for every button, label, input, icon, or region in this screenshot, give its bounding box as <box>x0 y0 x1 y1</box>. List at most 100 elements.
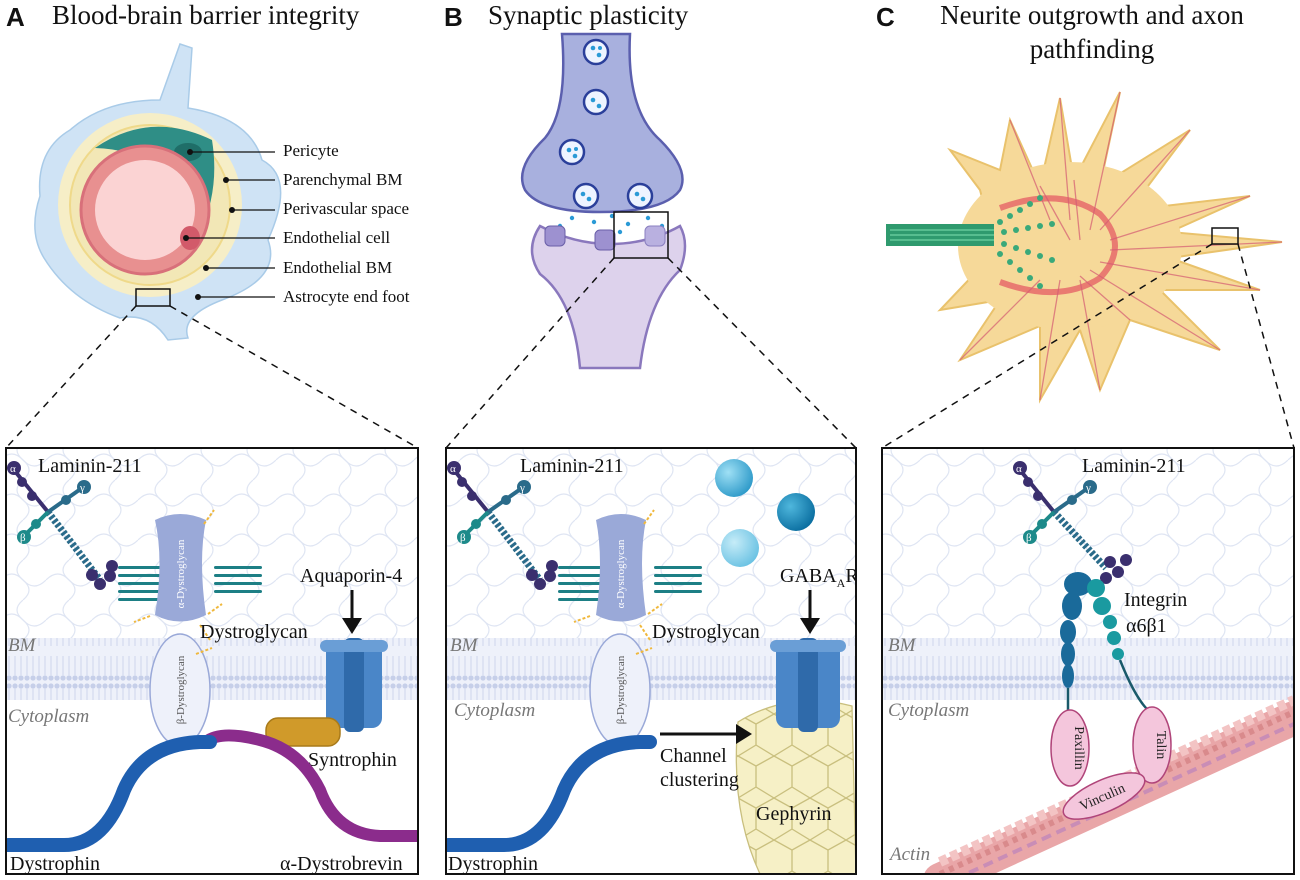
gephyrin-lattice <box>735 700 856 874</box>
clustering-arrowhead <box>736 724 752 744</box>
vessel-lumen <box>95 160 195 260</box>
zoom-frame-c <box>881 447 1295 875</box>
callout-endothelial-bm: Endothelial BM <box>283 258 392 277</box>
vessel-cross-section <box>34 43 282 341</box>
dystroglycan-label-a: Dystroglycan <box>200 621 308 643</box>
panel-c-title-line1: Neurite outgrowth and axon <box>940 0 1244 30</box>
dystrophin <box>6 735 217 852</box>
callout-endothelial-cell: Endothelial cell <box>283 228 390 247</box>
glycan-sugars-b <box>573 509 663 655</box>
chain-alpha-label-b: α <box>450 463 456 475</box>
cell-membrane-c <box>882 638 1294 700</box>
alpha-dg-label-b: α-Dystroglycan <box>615 539 627 608</box>
chain-gamma-label: γ <box>79 482 85 494</box>
callout-pericyte: Pericyte <box>283 141 339 160</box>
panel-b: B Synaptic plasticity <box>444 0 859 875</box>
dystrophin-label-b: Dystrophin <box>448 853 538 875</box>
alpha-dystroglycan <box>155 514 206 622</box>
callout-parenchymal-bm: Parenchymal BM <box>283 170 402 189</box>
laminin-label-c: Laminin-211 <box>1082 455 1186 477</box>
gaba-receptor-channel <box>770 638 846 732</box>
zoom-line-a-right <box>169 305 419 449</box>
alpha-dg-label-a: α-Dystroglycan <box>175 539 187 608</box>
chain-beta-label: β <box>20 532 26 544</box>
microtubule-stripes <box>890 229 994 241</box>
laminin-molecule-c: α γ β <box>1013 461 1132 584</box>
laminin-molecule: α γ β <box>7 461 118 590</box>
panel-a-title: Blood-brain barrier integrity <box>52 0 360 30</box>
beta-dg-label-a: β-Dystroglycan <box>175 655 187 724</box>
zoom-box-b <box>613 211 669 259</box>
laminin-label-b: Laminin-211 <box>520 455 624 477</box>
gaba-ligand <box>777 493 815 531</box>
syntrophin-label: Syntrophin <box>308 749 397 771</box>
aquaporin-channel <box>320 638 388 732</box>
talin-label: Talin <box>1153 731 1168 760</box>
basement-membrane-mesh-c <box>882 448 1294 638</box>
gaba-receptor-label: GABAAR <box>780 565 859 590</box>
zoom-frame-b <box>445 447 857 875</box>
bm-label-b: BM <box>450 635 479 656</box>
zoom-frame-a <box>5 447 419 875</box>
cytoplasm-label-c: Cytoplasm <box>888 700 969 721</box>
gaba-ligand <box>721 529 759 567</box>
synaptic-vesicles <box>558 38 654 210</box>
cytoplasm-label-a: Cytoplasm <box>8 706 89 727</box>
chain-beta-label-c: β <box>1026 532 1032 544</box>
dystrobrevin-label: α-Dystrobrevin <box>280 853 403 875</box>
zoom-panel-b: α γ β Laminin-211 α-Dystroglycan β-Dy <box>446 448 859 875</box>
alpha-dystroglycan-b <box>596 514 646 622</box>
gephyrin-label: Gephyrin <box>756 803 832 825</box>
callout-lines-a <box>186 151 275 298</box>
clustering-label: clustering <box>660 769 739 791</box>
presynaptic-terminal <box>520 32 684 214</box>
alpha-dystrobrevin <box>200 729 418 842</box>
zoom-line-c-right <box>1237 243 1295 449</box>
panel-b-letter: B <box>444 2 463 32</box>
aquaporin-arrowhead <box>342 618 362 634</box>
zoom-panel-c: α γ β Laminin-211 <box>882 448 1294 874</box>
laminin-molecule-b: α γ β <box>447 461 558 590</box>
gaba-arrowhead <box>800 618 820 634</box>
integrin-label-line1: Integrin <box>1124 589 1187 611</box>
laminin-gamma-globule <box>77 480 91 494</box>
panel-a-letter: A <box>6 2 25 32</box>
beta-dg-label-b: β-Dystroglycan <box>615 655 627 724</box>
channel-label: Channel <box>660 745 727 767</box>
actin-label: Actin <box>888 844 930 865</box>
paxillin <box>1050 709 1090 787</box>
bm-label-a: BM <box>8 635 37 656</box>
callout-perivascular-space: Perivascular space <box>283 199 409 218</box>
zoom-line-b-right <box>667 257 857 449</box>
syntrophin <box>265 717 341 747</box>
panel-c-letter: C <box>876 2 895 32</box>
panel-c-title-line2: pathfinding <box>1030 34 1154 64</box>
panel-c: C Neurite outgrowth and axon pathfinding <box>876 0 1295 875</box>
cytoplasm-label-b: Cytoplasm <box>454 700 535 721</box>
panel-a: A Blood-brain barrier integrity <box>5 0 419 875</box>
vinculin <box>1062 772 1146 820</box>
callout-astrocyte-end-foot: Astrocyte end foot <box>283 287 410 306</box>
callout-dots-a <box>183 149 235 300</box>
glycan-sugars-a <box>133 509 223 655</box>
zoom-box-a <box>135 288 171 307</box>
paxillin-label: Paxillin <box>1071 726 1086 770</box>
zoom-line-b-left <box>445 257 615 449</box>
neurotransmitter-dots <box>557 45 665 235</box>
microtubule-splay <box>997 195 1055 289</box>
dystrophin-label-a: Dystrophin <box>10 853 100 875</box>
zoom-box-c <box>1211 227 1239 245</box>
aquaporin-label: Aquaporin-4 <box>300 565 402 587</box>
gaba-ligand <box>715 459 753 497</box>
zoom-line-a-left <box>5 305 137 449</box>
chain-gamma-label-c: γ <box>1085 482 1091 494</box>
talin <box>1132 706 1172 784</box>
integrin-label-line2: α6β1 <box>1126 615 1167 637</box>
neuron-growth-cone <box>886 91 1283 404</box>
laminin-alpha-globule <box>7 461 21 475</box>
laminin-label-a: Laminin-211 <box>38 455 142 477</box>
zoom-panel-a: α γ β Laminin-211 α-Dystrogly <box>6 448 418 875</box>
chain-beta-label-b: β <box>460 532 466 544</box>
laminin-beta-globule <box>17 530 31 544</box>
